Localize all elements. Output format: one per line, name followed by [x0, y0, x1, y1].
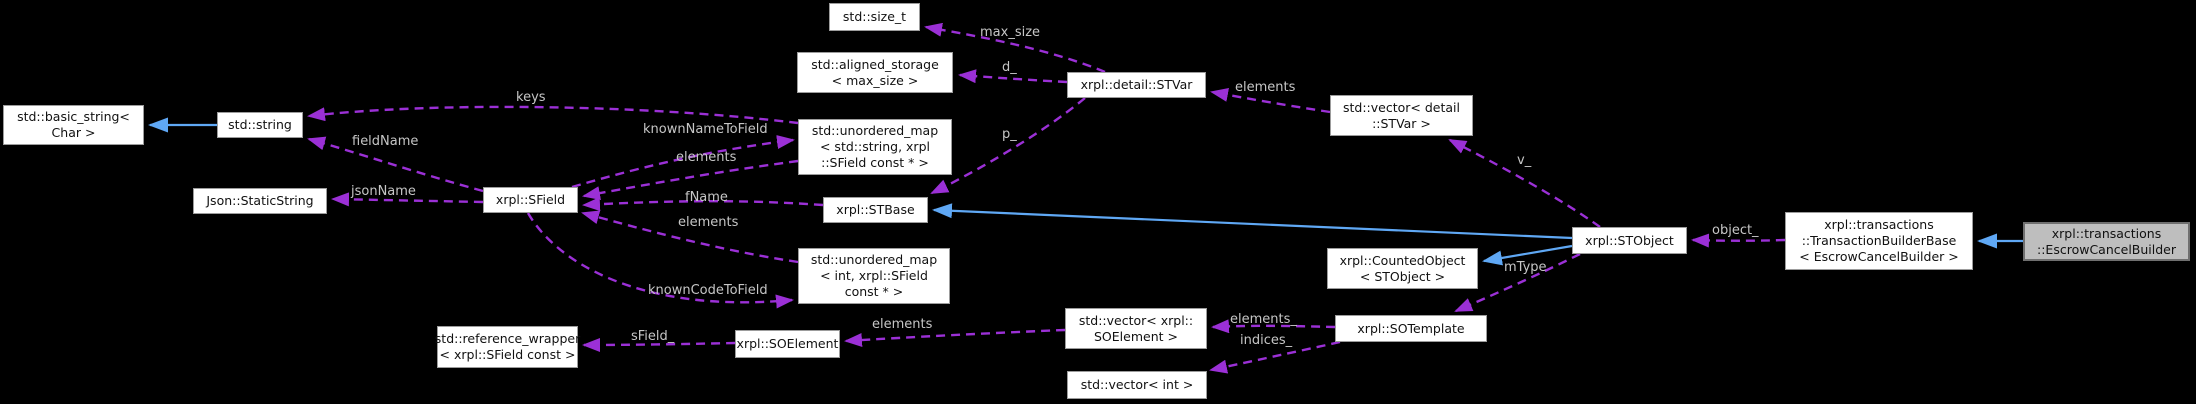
edge-mType: [1454, 252, 1581, 313]
node-xrpl-sfield[interactable]: xrpl::SField: [483, 187, 578, 213]
edge-elements-vsoel: [844, 328, 1066, 348]
edge-label-max-size: max_size: [980, 25, 1041, 40]
node-xrpl-sotemplate[interactable]: xrpl::SOTemplate: [1335, 315, 1487, 342]
edge-fieldName: [307, 136, 484, 193]
edge-knownCodeToField: [526, 212, 794, 309]
node-std-vector-detail-stvar: std::vector< detail ::STVar >: [1330, 95, 1473, 136]
edge-label-elements-vsoel: elements: [872, 317, 933, 332]
edge-label-elements-sot: elements_: [1230, 312, 1297, 327]
edge-inherit-stobject-counted: [1482, 244, 1573, 266]
edge-max-size: [924, 22, 1106, 74]
node-std-unordered-map-string: std::unordered_map < std::string, xrpl :…: [798, 119, 952, 175]
edge-label-jsonName: jsonName: [351, 184, 416, 199]
edge-label-knownCodeToField: knownCodeToField: [648, 283, 768, 298]
node-json-staticstring[interactable]: Json::StaticString: [193, 188, 327, 214]
edge-label-d: d_: [1002, 60, 1017, 75]
edge-fName: [582, 197, 824, 212]
edge-elements-vstvar: [1210, 88, 1331, 114]
edge-label-elements-umapstr: elements: [676, 150, 737, 165]
edge-label-p: p_: [1002, 127, 1017, 142]
edge-label-knownNameToField: knownNameToField: [643, 122, 768, 137]
node-xrpl-transactionbuilderbase[interactable]: xrpl::transactions ::TransactionBuilderB…: [1785, 212, 1973, 270]
node-std-basic-string: std::basic_string< Char >: [3, 105, 144, 145]
node-std-size-t: std::size_t: [829, 3, 920, 31]
edge-label-v: v_: [1517, 153, 1532, 168]
node-std-reference-wrapper: std::reference_wrapper < xrpl::SField co…: [435, 326, 580, 368]
edge-elements-sot: [1211, 319, 1336, 334]
edge-label-fName: fName: [685, 190, 728, 205]
edge-label-mType: mType: [1504, 260, 1547, 275]
edge-v: [1448, 138, 1601, 228]
edge-label-elements-vstvar: elements: [1235, 80, 1296, 95]
node-std-string: std::string: [217, 112, 303, 138]
edge-sField: [582, 337, 736, 352]
edge-label-fieldName: fieldName: [352, 134, 419, 149]
node-xrpl-stobject[interactable]: xrpl::STObject: [1572, 227, 1687, 254]
edge-label-indices: indices_: [1240, 333, 1293, 348]
node-xrpl-detail-stvar[interactable]: xrpl::detail::STVar: [1067, 72, 1206, 98]
edge-label-elements-umapint: elements: [678, 215, 739, 230]
node-std-vector-int: std::vector< int >: [1067, 371, 1207, 399]
node-std-vector-soelement: std::vector< xrpl:: SOElement >: [1065, 308, 1207, 349]
node-xrpl-countedobject[interactable]: xrpl::CountedObject < STObject >: [1327, 248, 1478, 289]
node-std-aligned-storage: std::aligned_storage < max_size >: [797, 52, 953, 93]
edge-label-object: object_: [1712, 223, 1759, 238]
edge-label-keys: keys: [516, 90, 546, 105]
node-xrpl-soelement[interactable]: xrpl::SOElement: [735, 330, 840, 358]
edge-p: [930, 97, 1086, 195]
node-xrpl-stbase[interactable]: xrpl::STBase: [823, 197, 928, 223]
edge-inherit-stobject-stbase: [932, 203, 1573, 240]
node-std-unordered-map-int: std::unordered_map < int, xrpl::SField c…: [798, 248, 950, 304]
edge-indices: [1209, 340, 1341, 374]
node-xrpl-escrowcancelbuilder: xrpl::transactions ::EscrowCancelBuilder: [2023, 222, 2190, 261]
edge-keys: [307, 105, 799, 125]
edge-knownNameToField: [571, 135, 795, 189]
edge-d: [958, 69, 1068, 84]
edge-label-sField: sField_: [631, 329, 675, 344]
edge-elements-umapint: [581, 210, 799, 264]
edge-object: [1691, 233, 1786, 248]
edge-jsonName: [331, 192, 484, 207]
